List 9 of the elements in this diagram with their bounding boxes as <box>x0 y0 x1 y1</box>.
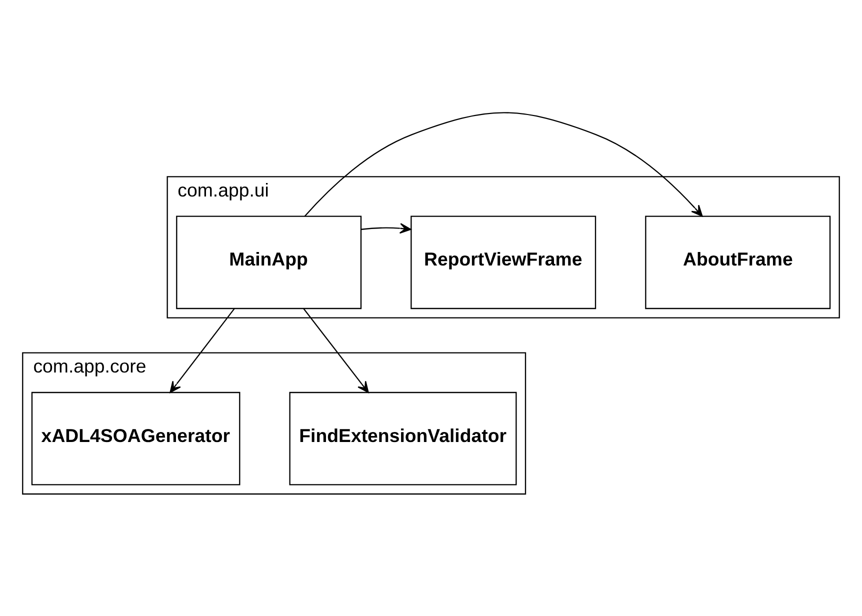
arrow <box>304 112 703 217</box>
arrow <box>170 308 235 393</box>
node-box: ReportViewFrame <box>410 216 596 310</box>
node-box: MainApp <box>176 216 362 310</box>
node-box: AboutFrame <box>645 216 831 310</box>
node-box: xADL4SOAGenerator <box>31 392 240 486</box>
arrow <box>361 223 412 234</box>
node-box: FindExtensionValidator <box>289 392 517 486</box>
arrow <box>303 308 369 393</box>
